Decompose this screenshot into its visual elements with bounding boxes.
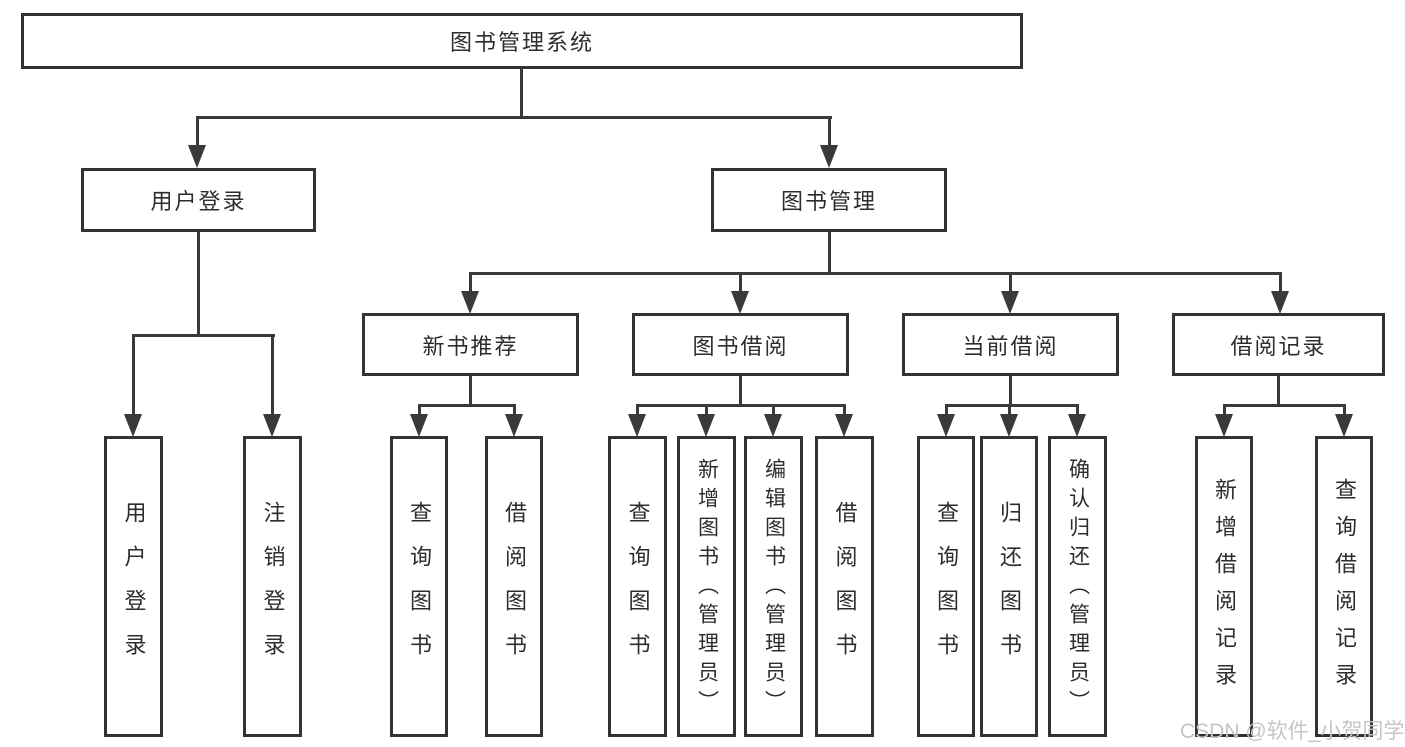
connector — [1009, 376, 1012, 406]
connector — [1008, 404, 1011, 416]
arrowhead — [628, 414, 646, 437]
leaf-return-book: 归还图书 — [980, 436, 1038, 737]
leaf-add-borrow-record: 新增借阅记录 — [1195, 436, 1253, 737]
connector — [520, 69, 523, 118]
connector — [1223, 404, 1345, 407]
leaf-logout: 注销登录 — [243, 436, 302, 737]
leaf-user-login: 用户登录 — [104, 436, 163, 737]
connector — [1277, 376, 1280, 406]
node-book-management: 图书管理 — [711, 168, 947, 232]
connector — [196, 116, 199, 148]
arrowhead — [697, 414, 715, 437]
connector — [636, 404, 845, 407]
leaf-query-books-recommend: 查询图书 — [390, 436, 448, 737]
connector — [1279, 272, 1282, 293]
node-user-login: 用户登录 — [81, 168, 316, 232]
leaf-query-books-current: 查询图书 — [917, 436, 975, 737]
leaf-confirm-return-admin: 确认归还（管理员） — [1048, 436, 1107, 737]
leaf-query-books-borrowing: 查询图书 — [608, 436, 667, 737]
connector — [739, 272, 742, 293]
arrowhead — [1068, 414, 1086, 437]
connector — [271, 334, 274, 416]
connector — [828, 116, 831, 148]
connector — [1223, 404, 1226, 416]
connector — [132, 334, 275, 337]
leaf-edit-book-admin: 编辑图书（管理员） — [744, 436, 803, 737]
arrowhead — [937, 414, 955, 437]
node-current-borrowing: 当前借阅 — [902, 313, 1119, 376]
connector — [945, 404, 948, 416]
node-new-book-recommend: 新书推荐 — [362, 313, 579, 376]
arrowhead — [1271, 291, 1289, 314]
csdn-watermark: CSDN @软件_小贺同学 — [1180, 720, 1405, 743]
connector — [196, 116, 832, 119]
connector — [197, 232, 200, 336]
connector — [1343, 404, 1346, 416]
arrowhead — [1000, 414, 1018, 437]
connector — [636, 404, 639, 416]
arrowhead — [410, 414, 428, 437]
connector — [828, 232, 831, 274]
arrowhead — [1215, 414, 1233, 437]
node-book-borrowing: 图书借阅 — [632, 313, 849, 376]
leaf-borrow-books: 借阅图书 — [815, 436, 874, 737]
arrowhead — [835, 414, 853, 437]
connector — [843, 404, 846, 416]
arrowhead — [1335, 414, 1353, 437]
connector — [418, 404, 516, 407]
leaf-add-book-admin: 新增图书（管理员） — [677, 436, 736, 737]
connector — [469, 376, 472, 406]
arrowhead — [461, 291, 479, 314]
connector — [772, 404, 775, 416]
arrowhead — [263, 414, 281, 437]
arrowhead — [505, 414, 523, 437]
arrowhead — [731, 291, 749, 314]
leaf-query-borrow-record: 查询借阅记录 — [1315, 436, 1373, 737]
arrowhead — [188, 145, 206, 168]
connector — [705, 404, 708, 416]
arrowhead — [124, 414, 142, 437]
connector — [1076, 404, 1079, 416]
leaf-borrow-books-recommend: 借阅图书 — [485, 436, 543, 737]
arrowhead — [1001, 291, 1019, 314]
connector — [469, 272, 472, 293]
arrowhead — [764, 414, 782, 437]
node-borrowing-records: 借阅记录 — [1172, 313, 1385, 376]
node-book-management-system: 图书管理系统 — [21, 13, 1023, 69]
connector — [513, 404, 516, 416]
connector — [945, 404, 1079, 407]
connector — [469, 272, 1281, 275]
connector — [132, 334, 135, 416]
connector — [739, 376, 742, 406]
arrowhead — [820, 145, 838, 168]
connector — [418, 404, 421, 416]
connector — [1009, 272, 1012, 293]
